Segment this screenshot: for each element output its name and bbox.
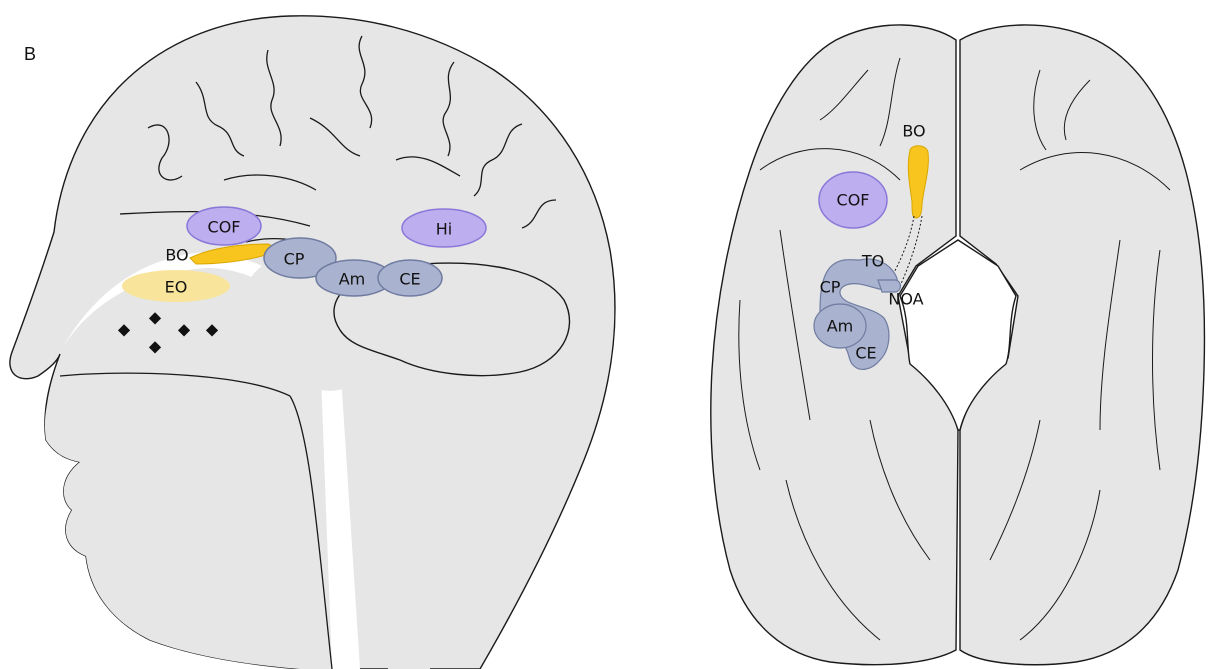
- bo-label: BO: [165, 246, 188, 265]
- odorant-marker: ◆: [178, 320, 191, 339]
- to-label-ventral: TO: [861, 252, 884, 271]
- sagittal-head-view: COF Hi BO EO CP Am CE ◆ ◆ ◆ ◆ ◆: [10, 16, 615, 669]
- cp-label: CP: [284, 250, 305, 269]
- odorant-marker: ◆: [118, 320, 131, 339]
- bo-label-ventral: BO: [902, 122, 925, 141]
- hi-label: Hi: [436, 220, 452, 239]
- ce-label-ventral: CE: [855, 344, 876, 363]
- cof-label: COF: [208, 218, 241, 237]
- noa-label-ventral: NOA: [888, 290, 923, 309]
- cp-label-ventral: CP: [820, 278, 841, 297]
- eo-label: EO: [165, 278, 188, 297]
- am-label-ventral: Am: [827, 317, 854, 336]
- panel-label: B: [24, 44, 36, 64]
- am-label: Am: [339, 270, 366, 289]
- ventral-brain-view: BO COF TO CP NOA Am CE: [711, 25, 1205, 665]
- cof-label-ventral: COF: [837, 191, 870, 210]
- odorant-marker: ◆: [206, 320, 219, 339]
- odorant-marker: ◆: [149, 337, 162, 356]
- ce-label: CE: [399, 270, 420, 289]
- odorant-marker: ◆: [149, 308, 162, 327]
- lower-face-outline: [45, 373, 332, 669]
